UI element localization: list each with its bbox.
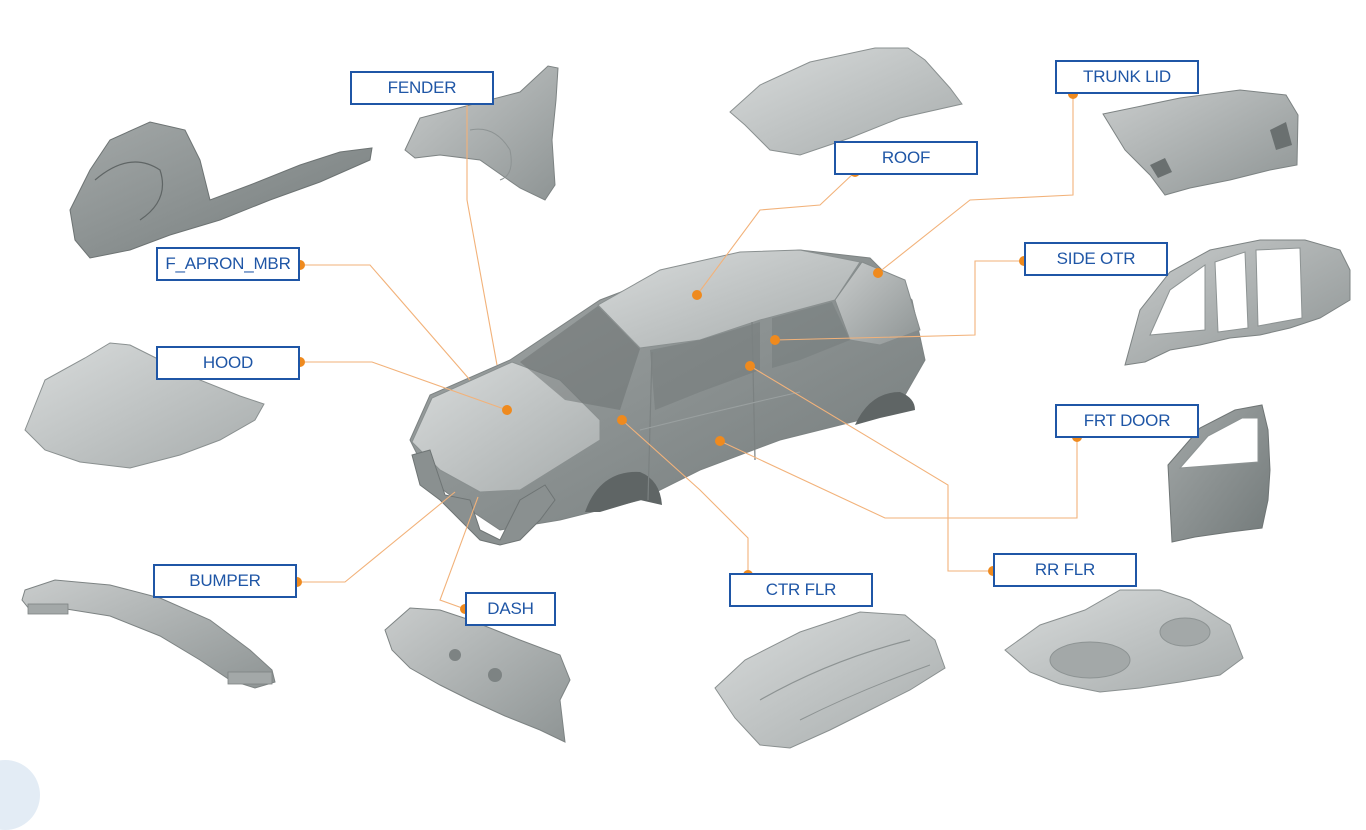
car-point-rr-flr xyxy=(745,361,755,371)
leader-line-bumper xyxy=(297,491,456,583)
car-point-door xyxy=(715,436,725,446)
leader-line-dash xyxy=(439,496,479,610)
ctr-flr-part xyxy=(714,611,946,749)
label-roof: ROOF xyxy=(834,141,978,175)
leader-line-side-otr xyxy=(774,260,1024,341)
leader-line-fender xyxy=(466,86,498,366)
dash-part xyxy=(384,607,571,743)
leader-line-roof xyxy=(696,171,856,296)
label-trunk-lid: TRUNK LID xyxy=(1055,60,1199,94)
label-hood: HOOD xyxy=(156,346,300,380)
trunk-lid-part xyxy=(1102,89,1299,196)
car-point-ctr-flr xyxy=(617,415,627,425)
label-ctr-flr: CTR FLR xyxy=(729,573,873,607)
f-apron-mbr-part xyxy=(69,121,373,259)
leader-line-rr-flr xyxy=(749,365,993,572)
car-point-roof xyxy=(692,290,702,300)
car-point-trunk xyxy=(873,268,883,278)
car-body-in-white xyxy=(409,249,926,546)
leader-line-ctr-flr xyxy=(621,419,749,575)
label-side-otr: SIDE OTR xyxy=(1024,242,1168,276)
label-f-apron-mbr: F_APRON_MBR xyxy=(156,247,300,281)
roof-part xyxy=(729,47,963,156)
label-rr-flr: RR FLR xyxy=(993,553,1137,587)
leader-lines xyxy=(297,86,1078,610)
label-frt-door: FRT DOOR xyxy=(1055,404,1199,438)
car-point-hood xyxy=(502,405,512,415)
leader-line-frt-door xyxy=(719,437,1078,519)
leader-line-f-apron xyxy=(300,264,471,381)
label-bumper: BUMPER xyxy=(153,564,297,598)
label-dash: DASH xyxy=(465,592,556,626)
leader-line-hood xyxy=(300,361,508,411)
rr-flr-part xyxy=(1004,589,1244,693)
diagram-artwork xyxy=(21,47,1351,749)
label-fender: FENDER xyxy=(350,71,494,105)
hood-part xyxy=(24,342,265,469)
leader-line-trunk-lid xyxy=(877,94,1074,274)
body-in-white-diagram: FENDER ROOF TRUNK LID F_APRON_MBR SIDE O… xyxy=(0,47,1351,830)
car-point-side xyxy=(770,335,780,345)
